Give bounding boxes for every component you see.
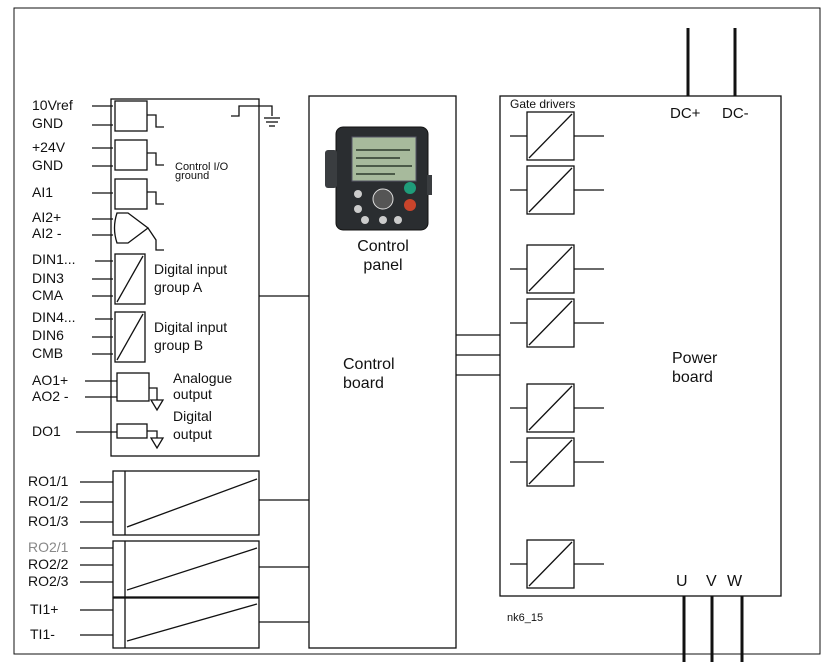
- gate-driver-units: [510, 111, 604, 589]
- digital-a-leads: [92, 260, 113, 297]
- digital-output-label-2: output: [173, 426, 212, 442]
- gate-driver-2: [510, 165, 604, 215]
- digital-input-a-label-2: group A: [154, 279, 203, 295]
- terminal-din6: DIN6: [32, 327, 64, 343]
- terminal-ro1-2: RO1/2: [28, 493, 69, 509]
- terminal-ai2-plus: AI2+: [32, 209, 61, 225]
- gate-driver-5: [510, 383, 604, 433]
- terminal-ti1-minus: TI1-: [30, 626, 55, 642]
- power-board-label-2: board: [672, 369, 713, 386]
- dc-bus-leads: [686, 28, 737, 96]
- gate-drivers-label: Gate drivers: [510, 97, 575, 111]
- relay-to-control-links: [259, 499, 309, 623]
- digital-input-b-label-2: group B: [154, 337, 203, 353]
- gate-driver-7: [510, 539, 604, 589]
- relay-2-leads: [80, 547, 113, 583]
- terminal-do1: DO1: [32, 423, 61, 439]
- control-board-label: Control: [343, 356, 395, 373]
- terminal-din1: DIN1...: [32, 251, 76, 267]
- relay-block-2: [112, 540, 260, 598]
- control-panel-label-2: panel: [363, 257, 402, 274]
- terminal-gnd-2: GND: [32, 157, 63, 173]
- terminal-ti1-plus: TI1+: [30, 601, 58, 617]
- digital-b-leads: [92, 318, 113, 355]
- gate-driver-3: [510, 244, 604, 294]
- keypad-icon: [325, 126, 432, 231]
- outer-frame: [13, 7, 821, 655]
- control-board-label-2: board: [343, 375, 384, 392]
- gate-driver-6: [510, 437, 604, 487]
- terminal-ro1-3: RO1/3: [28, 513, 69, 529]
- terminal-gnd-1: GND: [32, 115, 63, 131]
- digital-a-optocoupler: [114, 253, 146, 305]
- digital-input-a-label: Digital input: [154, 261, 227, 277]
- terminal-cmb: CMB: [32, 345, 63, 361]
- terminal-ao2-minus: AO2 -: [32, 388, 69, 404]
- analogue-output-label-2: output: [173, 386, 212, 402]
- terminal-ao1-plus: AO1+: [32, 372, 68, 388]
- digital-output-label: Digital: [173, 408, 212, 424]
- terminal-ro1-1: RO1/1: [28, 473, 69, 489]
- control-panel-label: Control: [357, 238, 409, 255]
- terminal-dc-plus: DC+: [670, 105, 701, 122]
- terminal-din3: DIN3: [32, 270, 64, 286]
- digital-input-b-label: Digital input: [154, 319, 227, 335]
- terminal-dc-minus: DC-: [722, 105, 749, 122]
- terminal-ai2-minus: AI2 -: [32, 225, 62, 241]
- terminal-24v: +24V: [32, 139, 66, 155]
- terminal-w: W: [727, 573, 743, 590]
- control-to-power-links: [456, 334, 500, 376]
- control-io-ground-label-2: ground: [175, 170, 209, 182]
- analog-input-boxes: [113, 100, 164, 251]
- terminal-ro2-3: RO2/3: [28, 573, 69, 589]
- terminal-ro2-1: RO2/1: [28, 539, 69, 555]
- analog-output-circuit: [116, 372, 165, 412]
- gate-driver-1: [510, 111, 604, 161]
- analogue-output-label: Analogue: [173, 370, 232, 386]
- terminal-10vref: 10Vref: [32, 97, 73, 113]
- relay-block-1: [112, 470, 260, 536]
- digital-b-optocoupler: [114, 311, 146, 363]
- motor-leads: [682, 596, 744, 662]
- thermistor-leads: [80, 609, 113, 636]
- terminal-u: U: [676, 573, 688, 590]
- power-board-label: Power: [672, 350, 718, 367]
- terminal-cma: CMA: [32, 287, 64, 303]
- relay-1-leads: [80, 481, 113, 523]
- analog-output-leads: [85, 380, 117, 398]
- terminal-ai1: AI1: [32, 184, 53, 200]
- analog-leads: [92, 105, 113, 236]
- control-io-ground-label: Control I/O: [175, 161, 229, 173]
- thermistor-block: [112, 597, 260, 649]
- ground-symbol: [231, 105, 280, 127]
- digital-output-circuit: [116, 423, 165, 450]
- terminal-din4: DIN4...: [32, 309, 76, 325]
- gate-driver-4: [510, 298, 604, 348]
- terminal-v: V: [706, 573, 717, 590]
- terminal-ro2-2: RO2/2: [28, 556, 69, 572]
- figure-id: nk6_15: [507, 612, 543, 624]
